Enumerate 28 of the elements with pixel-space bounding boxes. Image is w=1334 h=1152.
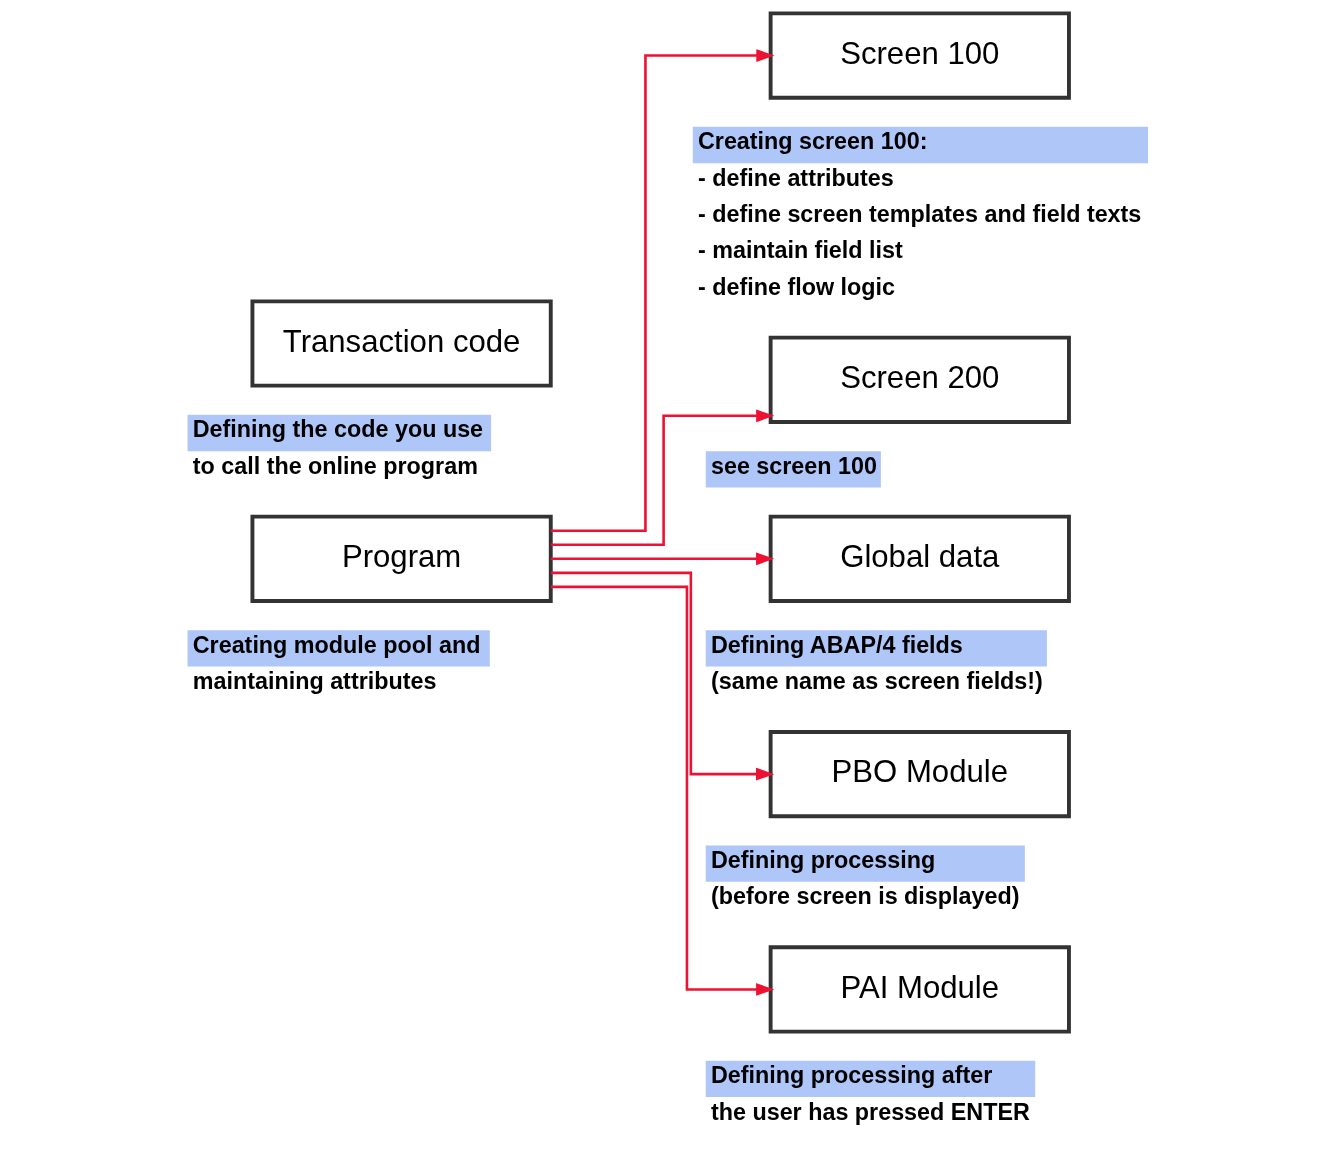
- node-label: - maintain field list: [697, 237, 903, 264]
- arrow: [550, 409, 774, 547]
- node-label: - define attributes: [697, 164, 894, 191]
- node-label: Defining processing after: [710, 1062, 992, 1089]
- arrow: [550, 552, 774, 566]
- node-box: Screen 200: [768, 335, 1071, 424]
- node-box: PAI Module: [768, 945, 1071, 1034]
- arrow: [550, 571, 774, 781]
- node-label: Defining processing: [710, 847, 935, 874]
- arrow: [550, 585, 774, 996]
- node-box: Transaction code: [249, 299, 553, 388]
- node-label: Defining ABAP/4 fields: [710, 631, 963, 658]
- node-label: the user has pressed ENTER: [710, 1098, 1030, 1125]
- node-label: to call the online program: [192, 452, 478, 479]
- node-label: Creating module pool and: [192, 631, 480, 658]
- node-label: see screen 100: [710, 452, 877, 479]
- arrow: [550, 49, 774, 532]
- node-label: Creating screen 100:: [697, 128, 927, 155]
- node-label: maintaining attributes: [192, 668, 436, 695]
- node-label: - define screen templates and field texts: [697, 201, 1141, 228]
- node-box: Global data: [768, 514, 1071, 603]
- node-box: Program: [249, 514, 553, 603]
- node-label: Defining the code you use: [192, 416, 483, 443]
- node-box: Screen 100: [768, 11, 1071, 100]
- node-box: PBO Module: [768, 730, 1071, 819]
- node-label: (before screen is displayed): [710, 883, 1020, 910]
- node-label: (same name as screen fields!): [710, 668, 1043, 695]
- node-label: - define flow logic: [697, 273, 895, 300]
